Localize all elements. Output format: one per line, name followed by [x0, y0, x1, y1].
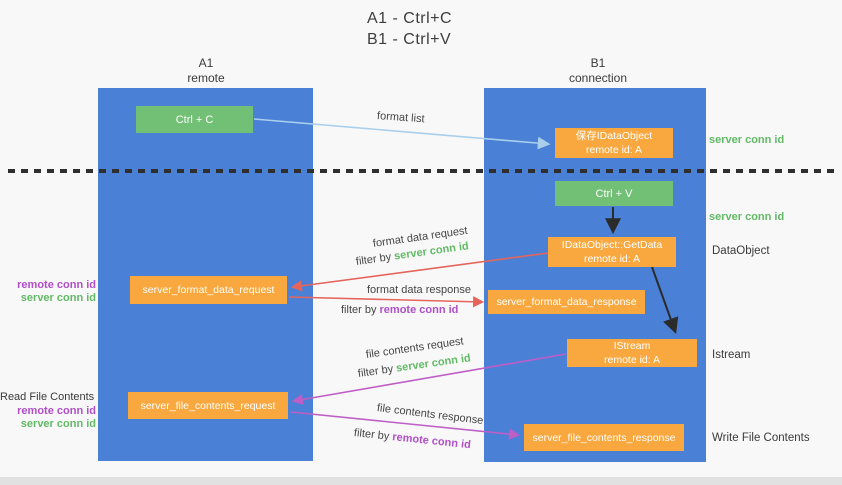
column-a-name: A1 [198, 56, 214, 70]
title-line-a1: A1 - Ctrl+C [367, 10, 453, 27]
server-format-data-response-box: server_format_data_response [488, 290, 645, 314]
remote-conn-id-label: remote conn id [17, 405, 96, 417]
bottom-bar [0, 477, 842, 485]
save-dataobject-box: 保存IDataObject remote id: A [555, 128, 673, 158]
server-conn-id-label: server conn id [20, 418, 96, 430]
server-conn-id-label-top: server conn id [709, 134, 785, 146]
server-conn-id-label: server conn id [20, 292, 96, 304]
istream-side-label: Istream [712, 349, 751, 361]
title-line-b1: B1 - Ctrl+V [367, 31, 452, 48]
remote-conn-id-key: remote conn id [379, 304, 459, 316]
diagram-title: A1 - Ctrl+C B1 - Ctrl+V [367, 8, 452, 50]
server-file-contents-request-box: server_file_contents_request [128, 392, 288, 419]
read-file-contents-label: Read File Contents [0, 391, 95, 403]
getdata-to-istream-arrow [651, 266, 679, 335]
istream-box: IStream remote id: A [567, 339, 697, 367]
ctrl-c-label: Ctrl + C [175, 113, 214, 126]
getdata-box: IDataObject::GetData remote id: A [548, 237, 676, 267]
server-format-data-request-label: server_format_data_request [142, 284, 275, 296]
dataobject-label: DataObject [712, 245, 770, 257]
column-b-header: B1 connection [542, 56, 654, 86]
ctrl-v-label: Ctrl + V [595, 187, 633, 200]
save-dataobject-line1: 保存IDataObject [575, 130, 653, 142]
remote-conn-id-label: remote conn id [17, 279, 96, 291]
getdata-line2: remote id: A [583, 253, 641, 265]
column-a-header: A1 remote [150, 56, 262, 86]
format-request-conn-ids: remote conn id server conn id [0, 279, 96, 305]
session-divider [8, 169, 834, 173]
server-file-contents-response-box: server_file_contents_response [524, 424, 684, 451]
server-conn-id-label-mid: server conn id [709, 211, 785, 223]
file-request-conn-ids: remote conn id server conn id [0, 405, 96, 431]
save-dataobject-line2: remote id: A [585, 144, 643, 156]
server-file-contents-request-label: server_file_contents_request [140, 399, 276, 412]
istream-line1: IStream [613, 340, 651, 352]
format-data-response-label: format data response [367, 284, 471, 296]
file-contents-request-arrow [291, 353, 567, 405]
ctrl-c-box: Ctrl + C [136, 106, 253, 133]
getdata-line1: IDataObject::GetData [561, 239, 663, 251]
format-list-arrow [253, 118, 551, 150]
server-format-data-response-label: server_format_data_response [496, 296, 637, 308]
format-data-response-arrow [288, 296, 485, 308]
column-b-name: B1 [590, 56, 606, 70]
column-a-subtitle: remote [187, 71, 225, 85]
format-data-response-filter: filter by remote conn id [341, 304, 458, 316]
ctrl-v-box: Ctrl + V [555, 181, 673, 206]
filter-by-text: filter by [341, 304, 377, 316]
server-format-data-request-box: server_format_data_request [130, 276, 287, 304]
server-file-contents-response-label: server_file_contents_response [532, 431, 676, 444]
write-file-contents-label: Write File Contents [712, 432, 810, 444]
format-data-request-arrow [290, 252, 549, 292]
istream-line2: remote id: A [603, 354, 661, 366]
column-b-subtitle: connection [568, 71, 628, 85]
file-contents-response-arrow [290, 411, 521, 440]
